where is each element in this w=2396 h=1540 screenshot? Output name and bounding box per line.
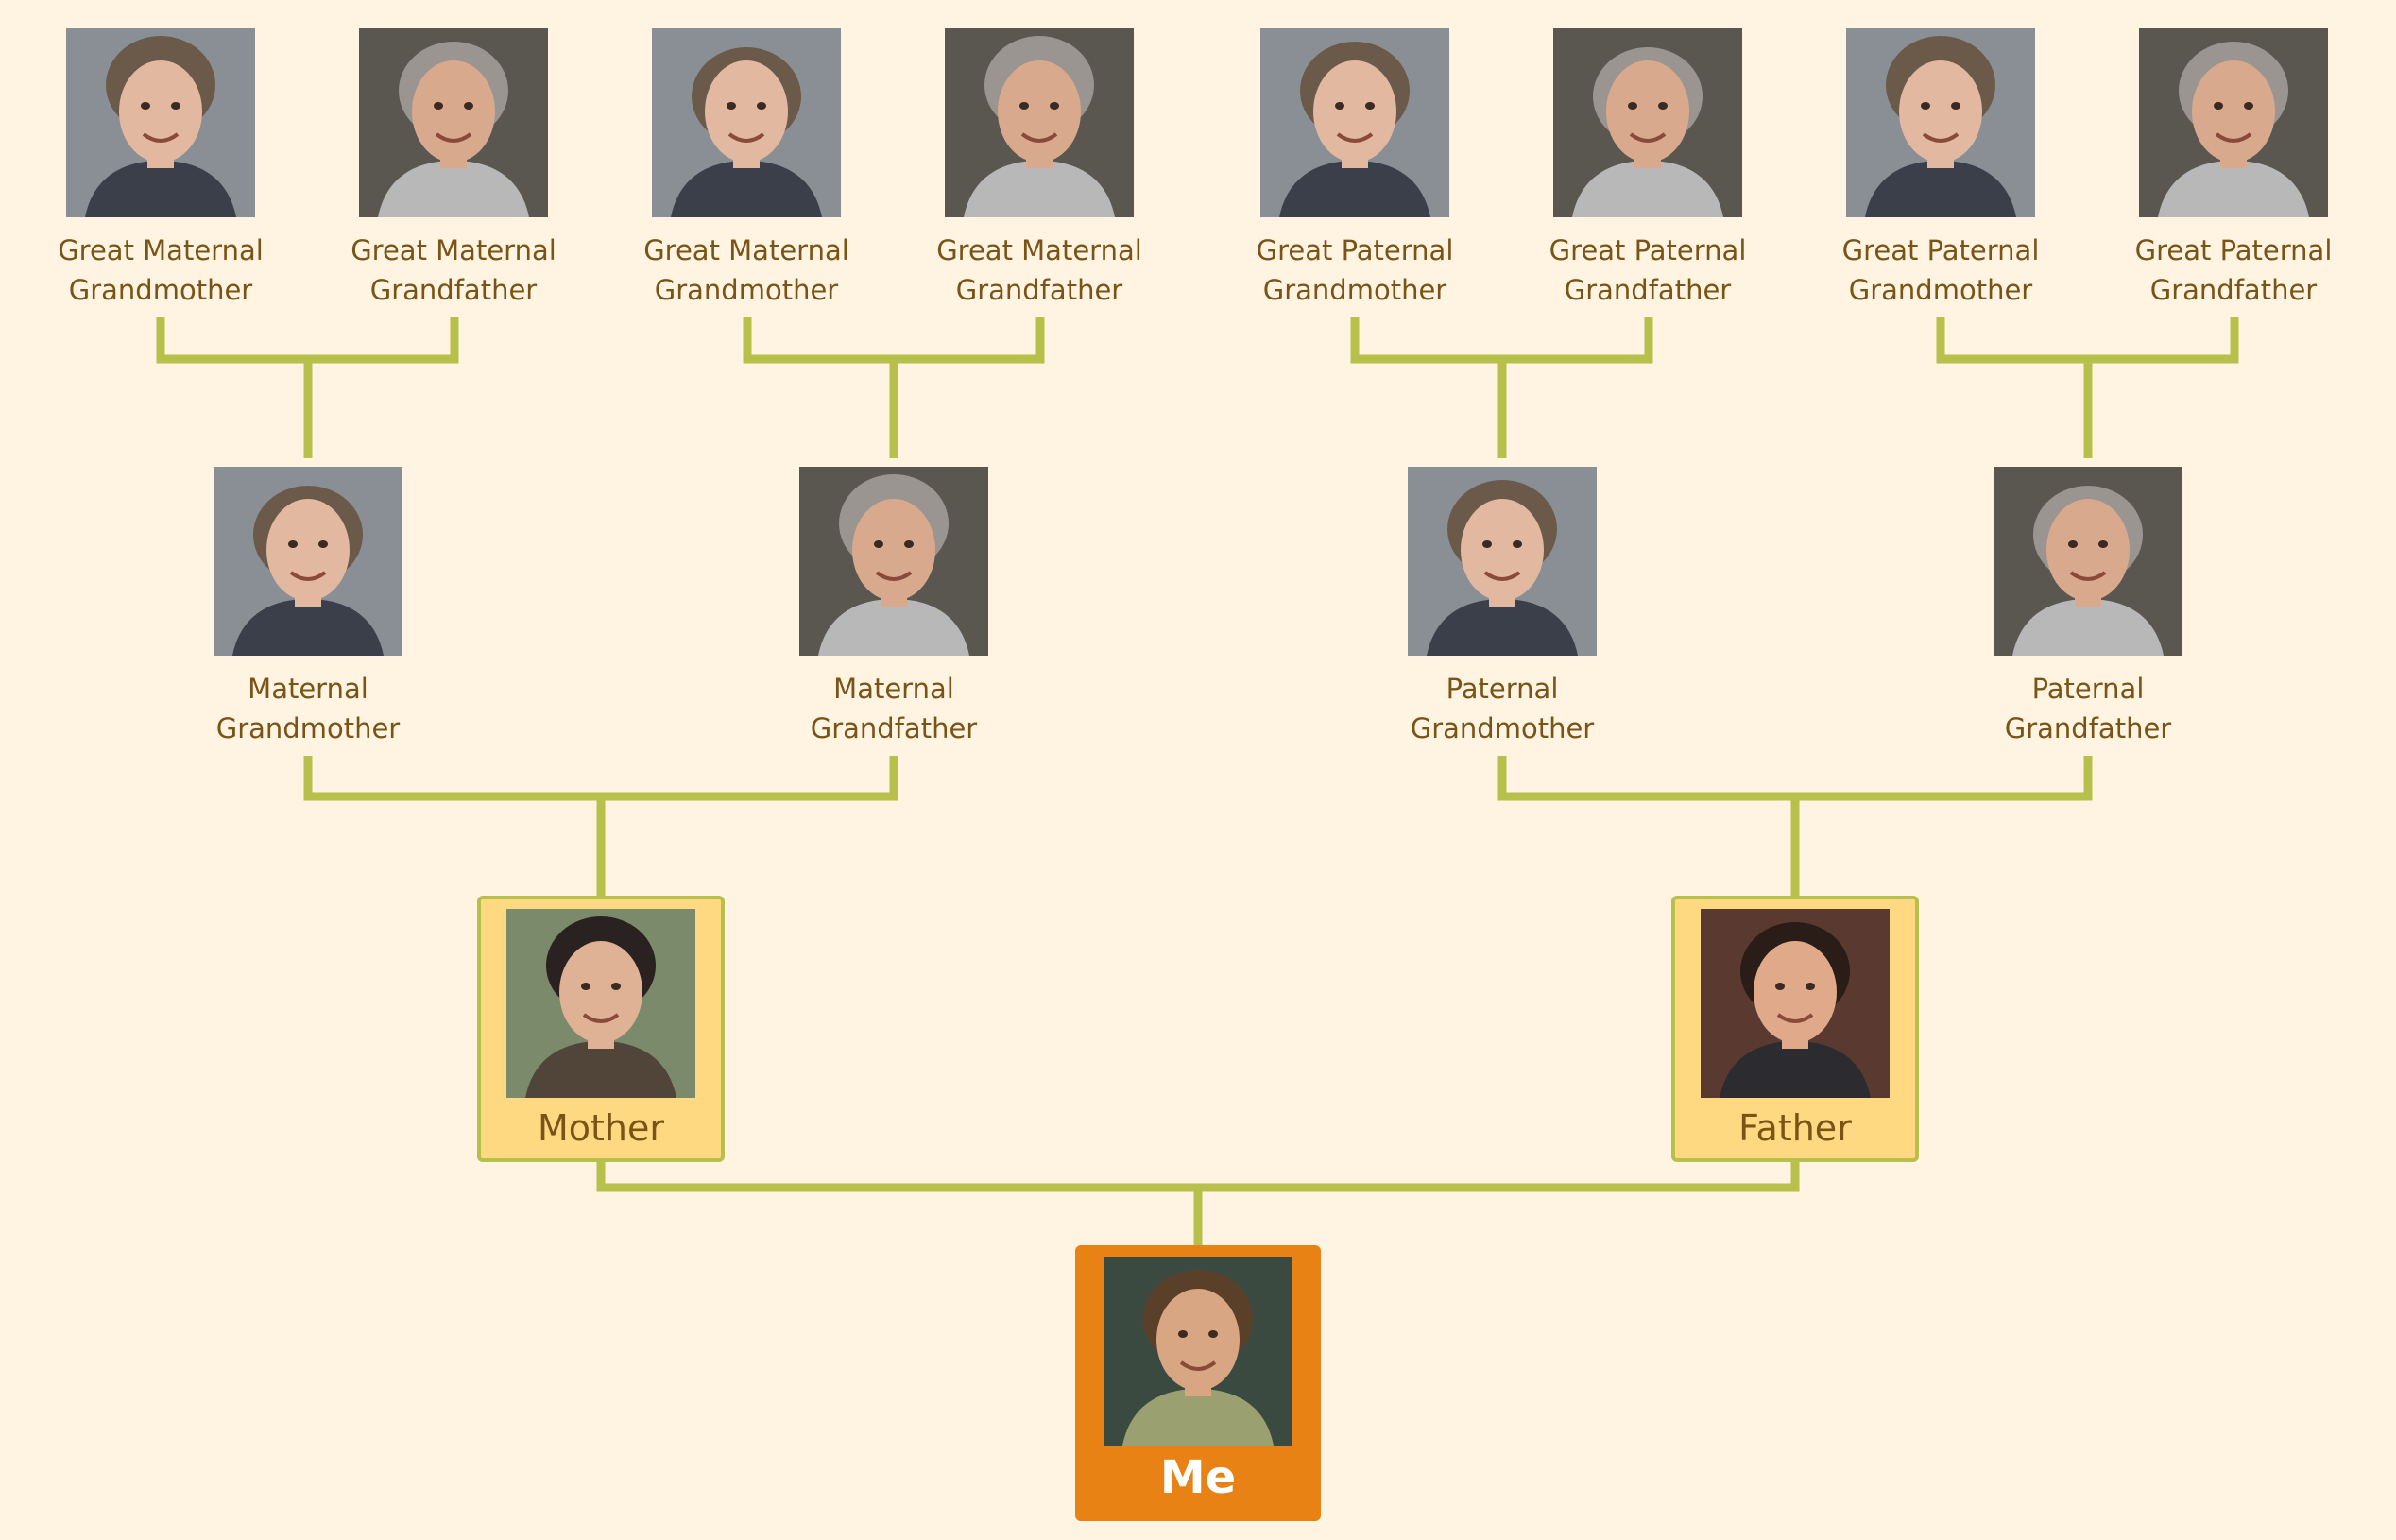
- label-line-1: Great Paternal: [2134, 234, 2333, 266]
- self-portrait-icon: [1104, 1257, 1292, 1446]
- connector-gg-maternal-2: [743, 317, 1045, 458]
- portrait: [799, 467, 988, 656]
- portrait: [945, 28, 1134, 217]
- portrait: [1994, 467, 2182, 656]
- portrait: [214, 467, 402, 656]
- portrait: [1846, 28, 2035, 217]
- grandmother-portrait-icon: [652, 28, 841, 217]
- label-line-2: Grandfather: [2004, 712, 2172, 744]
- grandmother-portrait-icon: [1846, 28, 2035, 217]
- maternal-grandmother[interactable]: Maternal Grandmother: [138, 467, 478, 748]
- great-maternal-grandfather-1[interactable]: Great Maternal Grandfather: [283, 28, 624, 310]
- label-line-1: Paternal: [2031, 673, 2145, 705]
- person-label: Maternal Grandfather: [724, 669, 1064, 748]
- connector-gg-paternal-1: [1350, 317, 1653, 458]
- person-label: Great Paternal Grandfather: [2063, 231, 2396, 310]
- grandfather-portrait-icon: [1553, 28, 1742, 217]
- portrait: [1701, 909, 1890, 1098]
- great-paternal-grandfather-2[interactable]: Great Paternal Grandfather: [2063, 28, 2396, 310]
- paternal-grandfather[interactable]: Paternal Grandfather: [1918, 467, 2258, 748]
- label-line-2: Grandmother: [1848, 274, 2033, 306]
- person-label: Great Maternal Grandfather: [869, 231, 1209, 310]
- portrait: [1104, 1257, 1292, 1446]
- person-label: Paternal Grandmother: [1332, 669, 1672, 748]
- label-line-1: Great Paternal: [1841, 234, 2040, 266]
- grandmother-portrait-icon: [66, 28, 255, 217]
- grandfather-portrait-icon: [1994, 467, 2182, 656]
- grandfather-portrait-icon: [945, 28, 1134, 217]
- portrait: [359, 28, 548, 217]
- label-line-2: Grandfather: [810, 712, 978, 744]
- great-paternal-grandmother-2[interactable]: Great Paternal Grandmother: [1771, 28, 2111, 310]
- great-maternal-grandmother-1[interactable]: Great Maternal Grandmother: [0, 28, 331, 310]
- father-label: Father: [1738, 1107, 1852, 1149]
- person-label: Great Maternal Grandmother: [0, 231, 331, 310]
- label-line-2: Grandmother: [215, 712, 401, 744]
- person-label: Maternal Grandmother: [138, 669, 478, 748]
- connector-gg-maternal-1: [156, 317, 459, 458]
- connector-gg-paternal-2: [1936, 317, 2239, 458]
- great-maternal-grandfather-2[interactable]: Great Maternal Grandfather: [869, 28, 1209, 310]
- label-line-1: Maternal: [248, 673, 368, 705]
- label-line-1: Great Paternal: [1549, 234, 1747, 266]
- connector-parents: [596, 1161, 1800, 1247]
- label-line-2: Grandfather: [1564, 274, 1732, 306]
- label-line-1: Maternal: [833, 673, 954, 705]
- label-line-1: Great Paternal: [1256, 234, 1454, 266]
- label-line-2: Grandmother: [654, 274, 839, 306]
- person-label: Great Paternal Grandmother: [1771, 231, 2111, 310]
- maternal-grandfather[interactable]: Maternal Grandfather: [724, 467, 1064, 748]
- label-line-2: Grandmother: [1410, 712, 1595, 744]
- label-line-2: Grandfather: [2149, 274, 2318, 306]
- great-paternal-grandfather-1[interactable]: Great Paternal Grandfather: [1478, 28, 1818, 310]
- me-label: Me: [1159, 1451, 1237, 1504]
- connector-maternal-grandparents: [303, 756, 898, 898]
- label-line-2: Grandfather: [369, 274, 538, 306]
- father-card[interactable]: Father: [1671, 896, 1919, 1162]
- label-line-1: Great Maternal: [351, 234, 556, 266]
- portrait: [506, 909, 695, 1098]
- grandfather-portrait-icon: [799, 467, 988, 656]
- father-portrait-icon: [1701, 909, 1890, 1098]
- paternal-grandmother[interactable]: Paternal Grandmother: [1332, 467, 1672, 748]
- person-label: Paternal Grandfather: [1918, 669, 2258, 748]
- label-line-2: Grandmother: [68, 274, 253, 306]
- grandmother-portrait-icon: [214, 467, 402, 656]
- portrait: [652, 28, 841, 217]
- portrait: [66, 28, 255, 217]
- grandfather-portrait-icon: [359, 28, 548, 217]
- grandmother-portrait-icon: [1260, 28, 1449, 217]
- portrait: [2139, 28, 2328, 217]
- mother-card[interactable]: Mother: [477, 896, 725, 1162]
- label-line-1: Paternal: [1446, 673, 1559, 705]
- portrait: [1553, 28, 1742, 217]
- label-line-1: Great Maternal: [643, 234, 849, 266]
- connector-paternal-grandparents: [1498, 756, 2093, 898]
- portrait: [1260, 28, 1449, 217]
- great-maternal-grandmother-2[interactable]: Great Maternal Grandmother: [576, 28, 916, 310]
- label-line-2: Grandfather: [955, 274, 1123, 306]
- person-label: Great Paternal Grandmother: [1185, 231, 1525, 310]
- grandmother-portrait-icon: [1408, 467, 1597, 656]
- label-line-1: Great Maternal: [936, 234, 1142, 266]
- grandfather-portrait-icon: [2139, 28, 2328, 217]
- mother-label: Mother: [537, 1107, 665, 1149]
- great-paternal-grandmother-1[interactable]: Great Paternal Grandmother: [1185, 28, 1525, 310]
- label-line-1: Great Maternal: [58, 234, 264, 266]
- mother-portrait-icon: [506, 909, 695, 1098]
- person-label: Great Maternal Grandfather: [283, 231, 624, 310]
- portrait: [1408, 467, 1597, 656]
- me-card[interactable]: Me: [1075, 1245, 1321, 1521]
- person-label: Great Maternal Grandmother: [576, 231, 916, 310]
- label-line-2: Grandmother: [1262, 274, 1447, 306]
- person-label: Great Paternal Grandfather: [1478, 231, 1818, 310]
